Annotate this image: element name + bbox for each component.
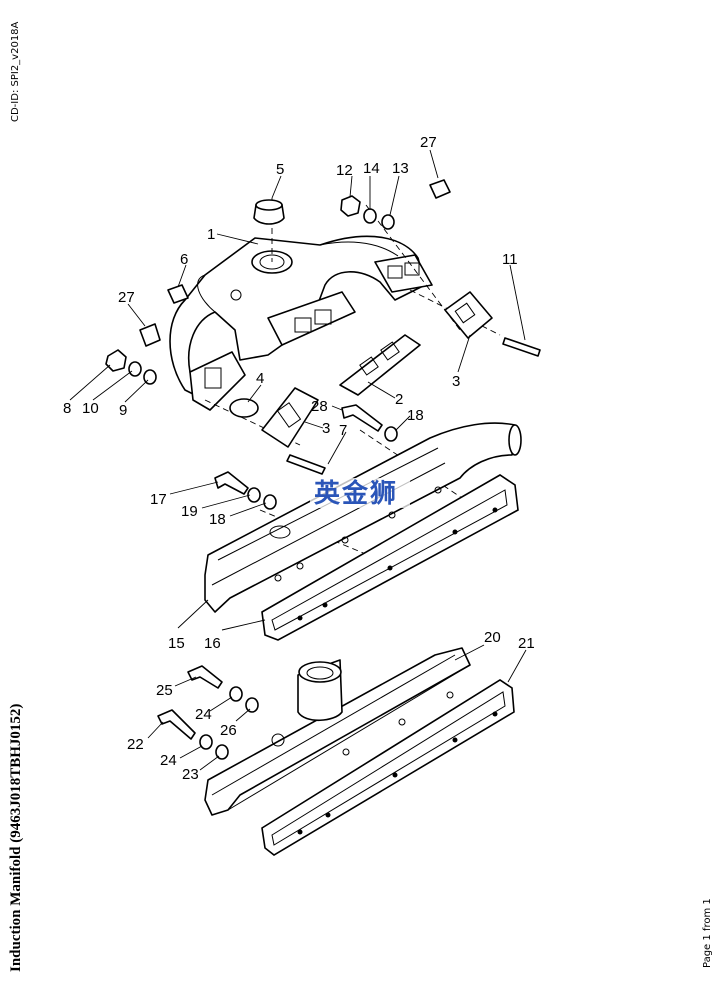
callout-labels: 1 2 3 3 4 5 6 7 8 9 10 11 12 13 14 15 16… (63, 134, 535, 783)
callout-20: 20 (484, 629, 501, 646)
part-5-cap (253, 199, 285, 225)
part-16-gasket (261, 474, 519, 641)
part-25-bolt (187, 665, 223, 689)
watermark-backdrop (310, 478, 410, 508)
part-18-washer-upper (384, 426, 398, 442)
callout-1: 1 (207, 226, 215, 243)
callout-18-lower: 18 (209, 511, 226, 528)
callout-16: 16 (204, 635, 221, 652)
part-6-plug (167, 284, 189, 304)
watermark-logo: 英金狮 (314, 478, 398, 509)
callout-6: 6 (180, 251, 188, 268)
part-23-washer (215, 744, 229, 760)
callout-18-upper: 18 (407, 407, 424, 424)
callout-13: 13 (392, 160, 409, 177)
callout-8: 8 (63, 400, 71, 417)
callout-3-left: 3 (322, 420, 330, 437)
callout-2: 2 (395, 391, 403, 408)
callout-21: 21 (518, 635, 535, 652)
callout-28: 28 (311, 398, 328, 415)
part-18-washer-lower (263, 494, 277, 510)
callout-27-left: 27 (118, 289, 135, 306)
part-13-washer (381, 214, 395, 230)
callout-5: 5 (276, 161, 284, 178)
callout-22: 22 (127, 736, 144, 753)
callout-19: 19 (181, 503, 198, 520)
part-24-washer-lower (199, 734, 213, 750)
callout-26: 26 (220, 722, 237, 739)
part-27-plug-upper (429, 179, 451, 199)
part-14-washer (363, 208, 377, 224)
part-27-plug-left (139, 323, 161, 347)
part-2-gasket (339, 334, 421, 396)
part-17-bolt (214, 471, 249, 495)
part-24-washer-upper (229, 686, 243, 702)
part-28-bolt (341, 404, 383, 432)
part-10-washer (128, 361, 142, 377)
part-7-stud (286, 454, 326, 475)
callout-23: 23 (182, 766, 199, 783)
part-4-plug (229, 398, 259, 418)
part-12-nut (340, 195, 361, 217)
part-26-washer (245, 697, 259, 713)
callout-27-upper: 27 (420, 134, 437, 151)
part-8-nut (105, 349, 127, 372)
part-22-bolt (157, 709, 196, 740)
part-19-washer (247, 487, 261, 503)
callout-12: 12 (336, 162, 353, 179)
callout-10: 10 (82, 400, 99, 417)
part-21-gasket (261, 679, 515, 856)
part-3-gasket-left (261, 387, 319, 448)
part-11-stud (502, 337, 541, 357)
callout-24-upper: 24 (195, 706, 212, 723)
callout-15: 15 (168, 635, 185, 652)
leader-lines (69, 149, 527, 771)
part-20-manifold (204, 647, 471, 816)
part-15-induction-manifold (204, 422, 522, 613)
callout-11: 11 (502, 251, 518, 268)
callout-25: 25 (156, 682, 173, 699)
callout-9: 9 (119, 402, 127, 419)
part-3-gasket-right (444, 291, 493, 339)
callout-24-lower: 24 (160, 752, 177, 769)
callout-7: 7 (339, 422, 347, 439)
callout-17: 17 (150, 491, 167, 508)
exhaust-manifold (169, 235, 433, 411)
callout-14: 14 (363, 160, 380, 177)
callout-4: 4 (256, 370, 264, 387)
callout-3-right: 3 (452, 373, 460, 390)
